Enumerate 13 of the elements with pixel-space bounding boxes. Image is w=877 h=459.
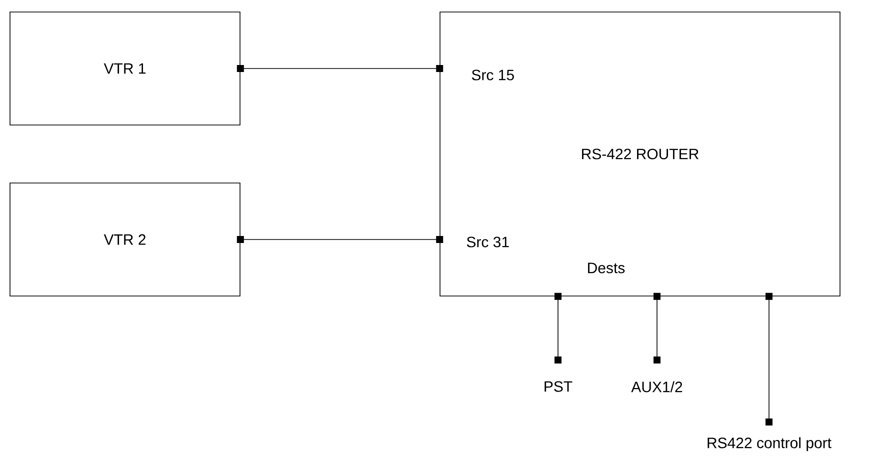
device-box: VTR 1 — [10, 12, 240, 126]
port-label: Src 15 — [472, 70, 514, 80]
port-label: AUX1/2 — [631, 381, 682, 392]
port-label: RS422 control port — [708, 437, 832, 452]
port-label: Dests — [588, 262, 625, 274]
connector — [654, 292, 660, 364]
connector — [236, 65, 444, 72]
device-box: VTR 2 — [10, 182, 240, 296]
connector — [554, 292, 562, 364]
port-label: PST — [544, 381, 572, 392]
connector — [766, 292, 772, 426]
port-label: Src 31 — [466, 236, 509, 248]
connector — [236, 236, 444, 243]
